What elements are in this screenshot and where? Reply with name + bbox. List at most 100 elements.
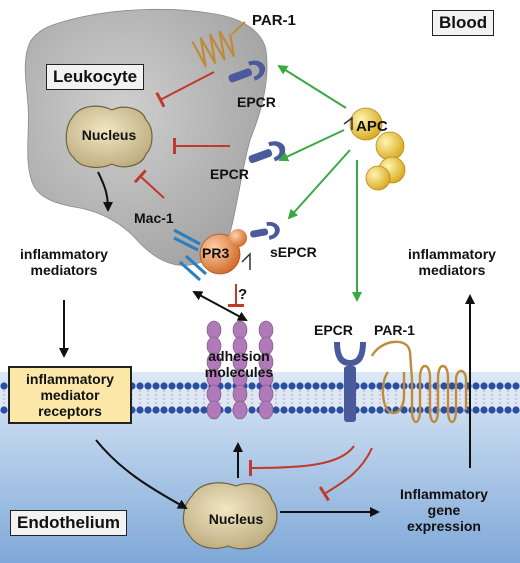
membrane-head (400, 406, 408, 414)
membrane-head (168, 382, 176, 390)
par1-top-label: PAR-1 (252, 12, 296, 29)
membrane-head (328, 382, 336, 390)
adhesion-molecule-domain (232, 384, 248, 404)
membrane-head (152, 382, 160, 390)
par1-endothelium-label: PAR-1 (374, 322, 415, 338)
par1-leukocyte-receptor (191, 30, 235, 68)
epcr-receptor-2 (248, 141, 286, 164)
par1-endothelium-loop (381, 371, 406, 415)
membrane-head (224, 382, 232, 390)
endothelium-nucleus (182, 482, 278, 550)
membrane-head (368, 382, 376, 390)
epcr-label-2: EPCR (210, 166, 249, 182)
apc-label: APC (356, 118, 388, 135)
membrane-head (480, 382, 488, 390)
membrane-head (192, 382, 200, 390)
blood-label: Blood (432, 10, 495, 36)
membrane-head (144, 382, 152, 390)
membrane-head (504, 406, 512, 414)
membrane-head (280, 382, 288, 390)
adhesion-molecule-domain (258, 320, 274, 340)
par1-endothelium-receptor (370, 340, 468, 424)
pr3-subunit (229, 229, 247, 247)
membrane-head (480, 406, 488, 414)
adhesion-molecules (206, 320, 274, 420)
apc-activation-arrows (277, 64, 362, 302)
apc-molecule (343, 107, 406, 191)
membrane-head (336, 382, 344, 390)
membrane-head (0, 382, 8, 390)
membrane-head (496, 406, 504, 414)
membrane-head (440, 406, 448, 414)
membrane-head (0, 406, 8, 414)
membrane-head (448, 382, 456, 390)
membrane-head (144, 406, 152, 414)
membrane-head (200, 382, 208, 390)
membrane-head (200, 406, 208, 414)
mac1-label: Mac-1 (134, 210, 174, 226)
receptors-box: inflammatory mediator receptors (8, 366, 132, 425)
membrane-head (304, 406, 312, 414)
leukocyte-nucleus-label: Nucleus (81, 127, 137, 143)
inflammatory-mediators-left-label: inflammatory mediators (20, 246, 108, 279)
membrane-head (384, 382, 392, 390)
membrane-head (184, 406, 192, 414)
membrane-head (360, 406, 368, 414)
membrane-head (136, 382, 144, 390)
membrane-head (160, 406, 168, 414)
membrane-head (512, 406, 520, 414)
pr3-cleavage-mark (241, 252, 251, 270)
membrane-head (224, 406, 232, 414)
membrane-head (296, 406, 304, 414)
membrane-head (456, 406, 464, 414)
membrane-head (336, 406, 344, 414)
membrane-head (440, 382, 448, 390)
adhesion-molecules-label: adhesion molecules (204, 348, 274, 381)
leukocyte-label: Leukocyte (46, 64, 145, 90)
membrane-head (472, 382, 480, 390)
adhesion-molecule-domain (206, 384, 222, 404)
membrane-head (320, 406, 328, 414)
membrane-head (176, 406, 184, 414)
membrane-head (472, 406, 480, 414)
membrane-head (136, 406, 144, 414)
epcr-label-3: EPCR (314, 322, 353, 338)
membrane-head (488, 406, 496, 414)
membrane-head (304, 382, 312, 390)
adhesion-molecule-domain (258, 400, 274, 420)
par1-leukocyte-stem (231, 21, 246, 35)
membrane-head (176, 382, 184, 390)
adhesion-molecule-domain (206, 400, 222, 420)
membrane-head (320, 382, 328, 390)
membrane-head (312, 382, 320, 390)
membrane-head (312, 406, 320, 414)
membrane-head (456, 382, 464, 390)
epcr-receptor-1 (228, 60, 266, 83)
membrane-head (512, 382, 520, 390)
membrane-head (288, 382, 296, 390)
epcr-endothelium-receptor (334, 342, 366, 422)
leukocyte-nucleus (65, 105, 153, 168)
endothelium-nucleus-label: Nucleus (208, 511, 264, 527)
membrane-head (496, 382, 504, 390)
membrane-head (192, 406, 200, 414)
membrane-head (376, 406, 384, 414)
membrane-head (504, 382, 512, 390)
question-mark: ? (238, 286, 248, 303)
membrane-head (152, 406, 160, 414)
membrane-head (160, 382, 168, 390)
membrane-head (168, 406, 176, 414)
membrane-head (184, 382, 192, 390)
pathway-arrows (59, 171, 475, 517)
mac1-integrin (173, 228, 208, 282)
adhesion-molecule-domain (232, 320, 248, 340)
membrane-head (488, 382, 496, 390)
gene-expression-label: Inflammatory gene expression (400, 486, 488, 535)
epcr-label-1: EPCR (237, 94, 276, 110)
membrane-head (272, 406, 280, 414)
membrane-head (328, 406, 336, 414)
membrane-head (296, 382, 304, 390)
sepcr-receptor (250, 221, 280, 240)
leukocyte-inhibition-lines (133, 71, 230, 199)
